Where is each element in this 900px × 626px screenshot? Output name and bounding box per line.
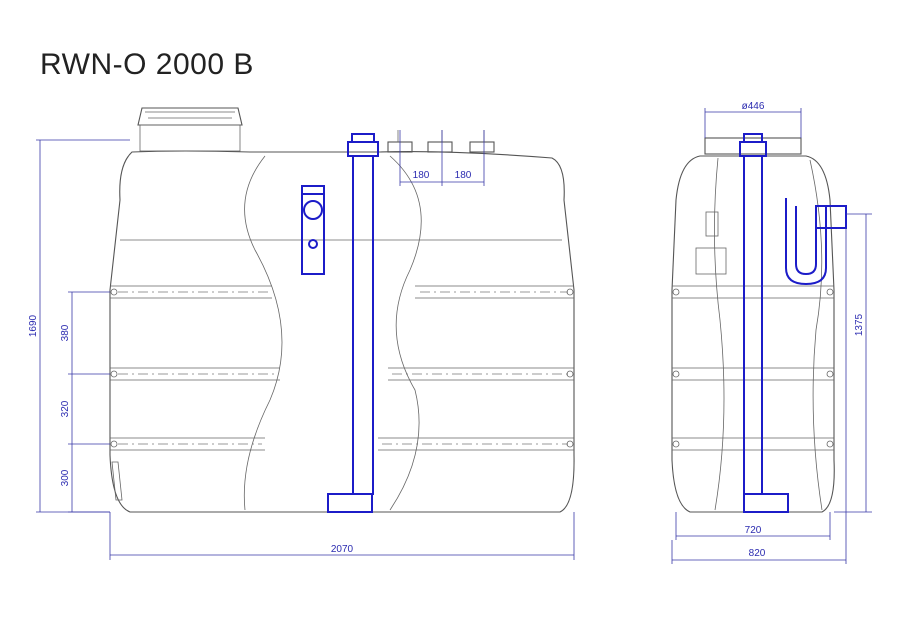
front-fittings (387, 130, 495, 153)
dim-total-height: 1690 (28, 314, 39, 337)
side-ribs (672, 285, 834, 451)
dim-rib-1: 380 (60, 324, 71, 341)
dim-spacing-b: 180 (455, 170, 472, 181)
side-view: ø446 1375 720 820 (671, 101, 872, 564)
dim-rib-2: 320 (60, 400, 71, 417)
side-tank-body (671, 155, 835, 513)
dim-outer-width: 820 (749, 548, 766, 559)
side-inlet-pipe (739, 133, 789, 513)
side-outlet-siphon (785, 198, 847, 286)
dim-total-width: 2070 (331, 544, 354, 555)
dim-inner-width: 720 (745, 525, 762, 536)
drawing-title: RWN-O 2000 B (40, 48, 254, 81)
front-tank-body (109, 150, 575, 513)
front-ribs (110, 285, 574, 451)
front-level-gauge (301, 185, 325, 275)
dim-rib-3: 300 (60, 469, 71, 486)
front-dimensions: 1690 380 320 300 2070 180 180 (28, 130, 575, 560)
dim-diameter: ø446 (742, 101, 765, 112)
dim-spacing-a: 180 (413, 170, 430, 181)
dim-outlet-height: 1375 (854, 313, 865, 336)
front-lid (137, 107, 243, 126)
front-view: 1690 380 320 300 2070 180 180 (28, 107, 575, 560)
side-dimensions: ø446 1375 720 820 (671, 101, 872, 564)
side-lid (704, 137, 802, 155)
front-inlet-pipe (327, 133, 379, 513)
